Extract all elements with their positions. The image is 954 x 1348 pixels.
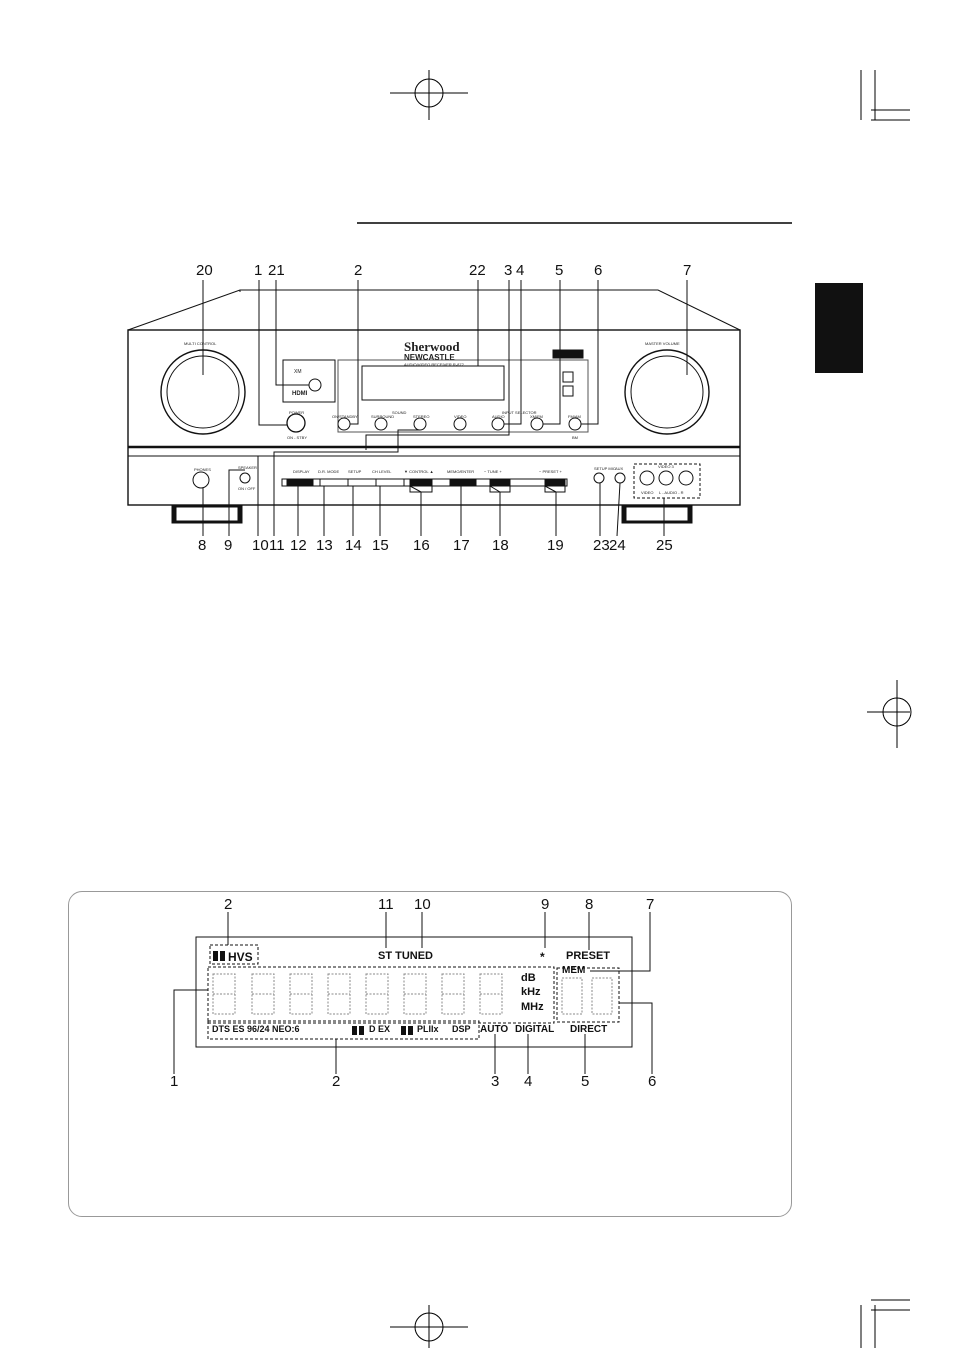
sound-label: SOUND xyxy=(392,410,407,415)
display-callout-6: 6 xyxy=(648,1073,657,1090)
multi-control-label: MULTI CONTROL xyxy=(184,341,217,346)
pliix-indicator: PLIIx xyxy=(417,1024,439,1034)
aux-label: AUX xyxy=(615,466,624,471)
preset-digit xyxy=(591,977,613,1015)
xm-logo: XM xyxy=(294,369,302,375)
callout-16: 16 xyxy=(413,537,430,554)
setup-mic-label: SETUP MIC xyxy=(594,466,616,471)
btn-chlevel-label: CH LEVEL xyxy=(372,469,392,474)
btn-fmam-sub: BM xyxy=(572,435,578,440)
video3-video-label: VIDEO xyxy=(641,490,654,495)
btn-stereo-label: STEREO xyxy=(413,414,430,419)
btn-xmfm-label: XM/FM xyxy=(530,414,543,419)
mhz-indicator: MHz xyxy=(521,1001,544,1013)
callout-8: 8 xyxy=(198,537,207,554)
btn-power-sub: ON - STBY xyxy=(287,435,308,440)
callout-11: 11 xyxy=(269,537,285,554)
btn-memoenter-label: MEMO/ENTER xyxy=(447,469,475,474)
btn-surround-label: SURROUND xyxy=(371,414,395,419)
dolby-dex-indicator: D EX xyxy=(369,1024,391,1034)
display-callout-9: 9 xyxy=(541,896,550,913)
formats-indicator: DTS ES 96/24 NEO:6 xyxy=(212,1024,300,1034)
btn-video-label: VIDEO xyxy=(454,414,467,419)
callout-17: 17 xyxy=(453,537,470,554)
callout-24: 24 xyxy=(609,537,626,554)
callout-12: 12 xyxy=(290,537,307,554)
brand-logo: Sherwood xyxy=(404,339,460,354)
callout-25: 25 xyxy=(656,537,673,554)
hdmi-logo: HDMI xyxy=(292,391,308,397)
callout-5: 5 xyxy=(555,262,564,279)
callout-22: 22 xyxy=(469,262,486,279)
preset-indicator: PRESET xyxy=(566,950,611,962)
video3-label: VIDEO 3 xyxy=(658,464,674,469)
video3-audio-label: L - AUDIO - R xyxy=(659,490,684,495)
display-callout-7: 7 xyxy=(646,896,655,913)
speaker-sub: ON / OFF xyxy=(238,486,256,491)
callout-23: 23 xyxy=(593,537,610,554)
sleep-indicator: * xyxy=(540,950,545,964)
display-callout-11: 11 xyxy=(378,896,394,913)
st-tuned-indicator: ST TUNED xyxy=(378,950,433,962)
btn-control-label: ▼ CONTROL ▲ xyxy=(404,469,434,474)
btn-drmode-label: D.R. MODE xyxy=(318,469,340,474)
display-callout-1: 1 xyxy=(170,1073,179,1090)
hvs-indicator: HVS xyxy=(228,950,253,964)
phones-label: PHONES xyxy=(194,467,211,472)
callout-21: 21 xyxy=(268,262,285,279)
model-line: AUDIO/VIDEO RECEIVER R-872 xyxy=(404,362,464,367)
khz-indicator: kHz xyxy=(521,986,541,998)
display-panel-illustration xyxy=(173,912,653,1074)
callout-1: 1 xyxy=(254,262,263,279)
callout-18: 18 xyxy=(492,537,509,554)
btn-power-label: POWER xyxy=(289,410,305,415)
preset-digit xyxy=(561,977,583,1015)
btn-fmam-label: FM/AM xyxy=(568,414,581,419)
display-callout-2-top: 2 xyxy=(224,896,233,913)
dsp-indicator: DSP xyxy=(452,1024,471,1034)
db-indicator: dB xyxy=(521,972,536,984)
display-callout-2-bottom: 2 xyxy=(332,1073,341,1090)
callout-4: 4 xyxy=(516,262,525,279)
display-callout-8: 8 xyxy=(585,896,594,913)
btn-onstandby-label: ON/STANDBY xyxy=(332,414,358,419)
callout-13: 13 xyxy=(316,537,333,554)
callout-20: 20 xyxy=(196,262,213,279)
callout-19: 19 xyxy=(547,537,564,554)
btn-preset-label: − PRESET + xyxy=(539,469,562,474)
mem-indicator: MEM xyxy=(562,965,586,976)
callout-15: 15 xyxy=(372,537,389,554)
btn-tune-label: − TUNE + xyxy=(484,469,502,474)
display-callout-5: 5 xyxy=(581,1073,590,1090)
btn-audio-label: AUDIO xyxy=(492,414,505,419)
btn-setup-label: SETUP xyxy=(348,469,362,474)
callout-3: 3 xyxy=(504,262,513,279)
auto-indicator: AUTO xyxy=(480,1024,509,1035)
digital-indicator: DIGITAL xyxy=(515,1024,555,1035)
display-callout-4: 4 xyxy=(524,1073,533,1090)
callout-14: 14 xyxy=(345,537,362,554)
display-callout-3: 3 xyxy=(491,1073,500,1090)
callout-7: 7 xyxy=(683,262,692,279)
callout-9: 9 xyxy=(224,537,233,554)
front-panel-illustration xyxy=(127,280,741,537)
display-callout-10: 10 xyxy=(414,896,431,913)
input-selector-label: INPUT SELECTOR xyxy=(502,410,537,415)
btn-display-label: DISPLAY xyxy=(293,469,310,474)
series-logo: NEWCASTLE xyxy=(404,353,455,362)
display-panel-frame xyxy=(68,891,792,1217)
speaker-label: SPEAKER xyxy=(238,465,257,470)
direct-indicator: DIRECT xyxy=(570,1024,608,1035)
callout-2: 2 xyxy=(354,262,363,279)
section-tab xyxy=(815,283,863,373)
master-volume-label: MASTER VOLUME xyxy=(645,341,680,346)
callout-10: 10 xyxy=(252,537,269,554)
callout-6: 6 xyxy=(594,262,603,279)
